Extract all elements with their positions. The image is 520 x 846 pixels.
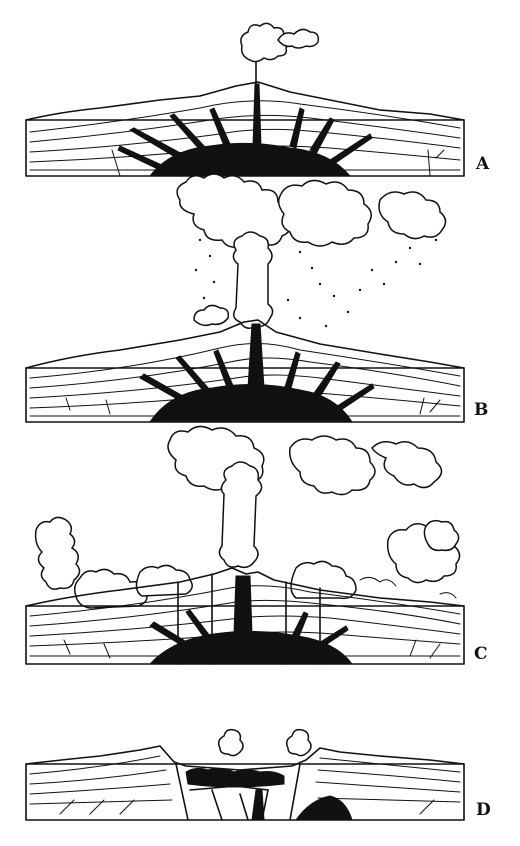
panel-b-ash-fall [194, 238, 438, 328]
panel-d-small-plumes [217, 728, 312, 757]
panel-b-volcano-profile [25, 319, 465, 369]
panel-label-c: C [474, 644, 488, 664]
panel-b [25, 173, 465, 423]
panel-b-magma-chamber [65, 323, 441, 423]
panel-a [25, 22, 465, 177]
panel-c [25, 425, 465, 665]
panel-a-magma-chamber [111, 83, 445, 177]
panel-d-strata [29, 755, 461, 815]
panel-d-caldera-profile [25, 745, 465, 771]
panel-b-ash-cloud [176, 173, 447, 329]
panel-label-b: B [474, 400, 489, 420]
panel-d-collapsed-blocks [175, 763, 353, 821]
panel-label-d: D [476, 800, 491, 820]
panel-c-eruption-column [167, 425, 443, 569]
panel-b-vent-puff [193, 304, 230, 327]
panel-d-box [25, 763, 465, 821]
panel-d [25, 728, 465, 821]
panel-c-magma-chamber [63, 575, 441, 665]
panel-c-pyroclastic-flows [34, 516, 461, 609]
panel-label-a: A [476, 154, 490, 174]
panel-a-plume [240, 22, 320, 85]
panel-c-volcano-profile [25, 567, 465, 607]
panel-a-volcano-profile [25, 81, 465, 121]
